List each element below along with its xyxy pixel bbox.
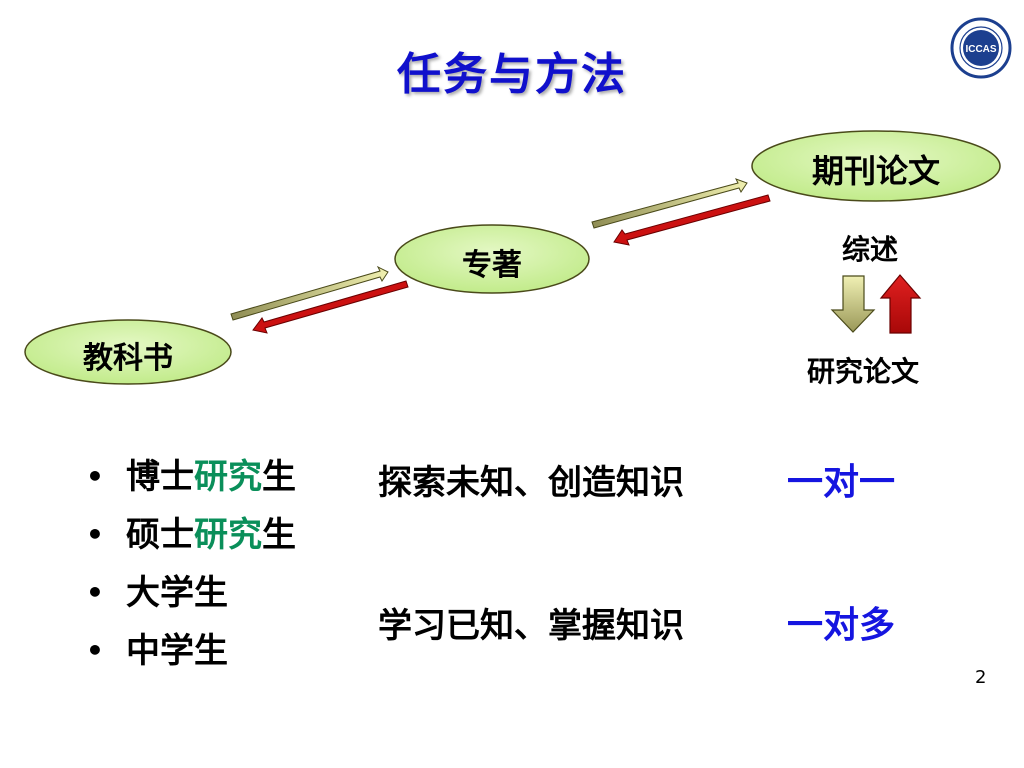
down-arrow [830,275,876,333]
knowledge-diagram [24,130,1001,385]
list-item: •中学生 [86,631,228,671]
oval-journal [751,130,1001,202]
bullet-icon: • [86,576,104,609]
label-textbook: 教科书 [83,341,173,376]
bullet-icon: • [86,634,104,667]
phrase-explore: 探索未知、创造知识 [378,463,684,503]
phrase-learn: 学习已知、掌握知识 [378,606,684,646]
list-item: •硕士研究生 [86,515,296,555]
mode-one-to-one: 一对一 [787,462,896,503]
label-journal: 期刊论文 [811,152,940,190]
up-arrow [879,274,922,334]
backward-arrow-1 [252,280,409,334]
list-item: •大学生 [86,573,228,613]
institution-logo: ICCAS [950,17,1012,79]
bullet-icon: • [86,518,104,551]
label-monograph: 专著 [462,248,522,283]
logo-text: ICCAS [965,44,996,55]
audience-list: •博士研究生 •硕士研究生 •大学生 •中学生 [86,455,296,687]
list-item: •博士研究生 [86,457,296,497]
bullet-icon: • [86,460,104,493]
slide-title: 任务与方法 [397,49,627,100]
mode-one-to-many: 一对多 [787,605,896,646]
oval-textbook [24,319,232,385]
label-review: 综述 [842,233,899,266]
label-research-paper: 研究论文 [807,355,920,388]
page-number: 2 [975,667,987,688]
forward-arrow-1 [230,265,389,321]
forward-arrow-2 [591,178,748,229]
oval-monograph [394,224,590,294]
backward-arrow-2 [613,194,771,246]
